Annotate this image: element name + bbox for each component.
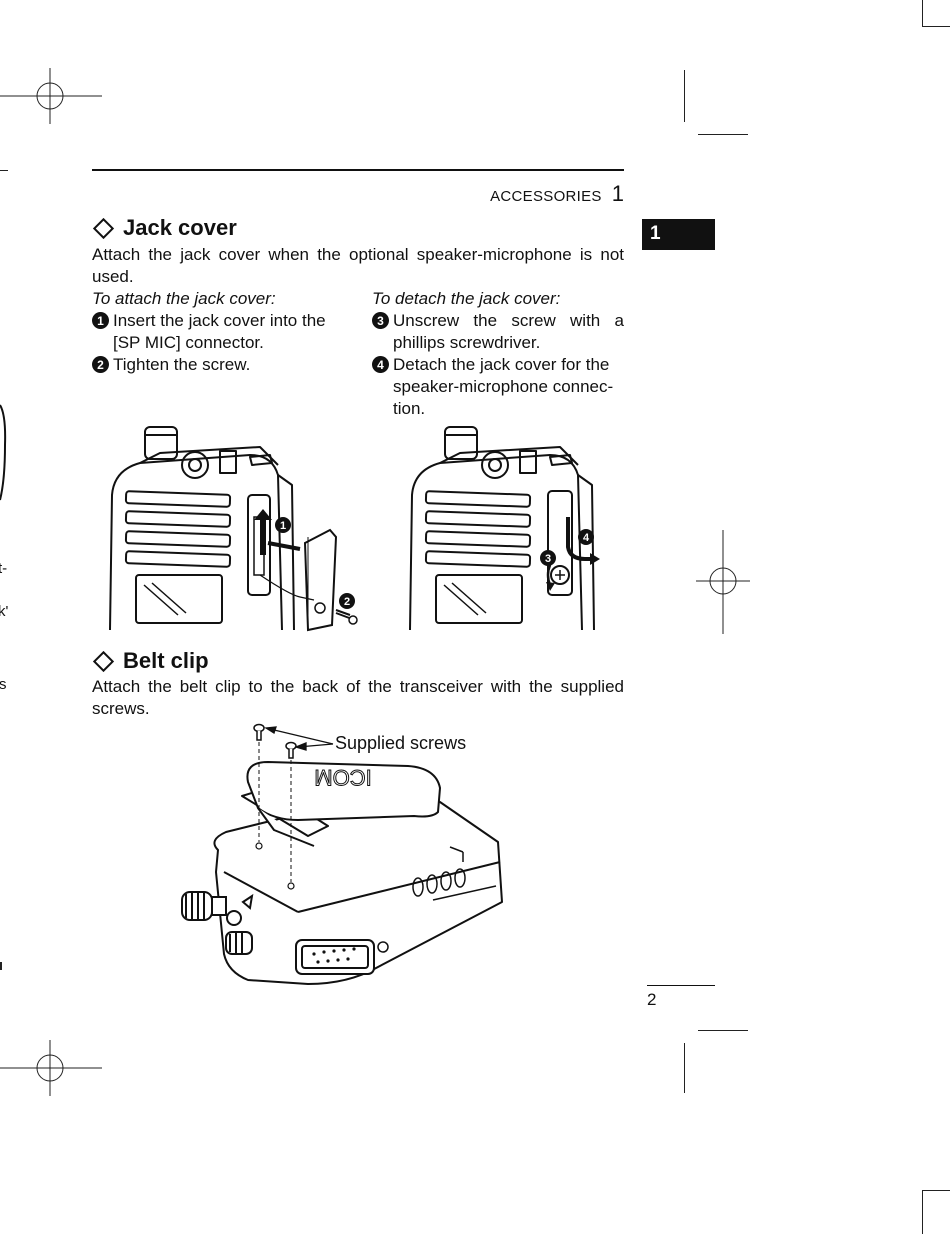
- registration-mark: [0, 1040, 102, 1096]
- step-text: Detach the jack cover for the speaker-mi…: [393, 355, 614, 418]
- step-badge: 1: [92, 312, 109, 329]
- edge-fragment-mark: [0, 962, 2, 970]
- step-badge: 3: [372, 312, 389, 329]
- page-number: 2: [647, 990, 657, 1009]
- registration-mark: [0, 68, 102, 124]
- detach-instructions: To detach the jack cover: 3 Unscrew the …: [372, 288, 624, 420]
- chapter-tab: 1: [642, 219, 715, 250]
- step-text: Tighten the screw.: [113, 355, 251, 374]
- section-number: 1: [611, 181, 624, 206]
- step-item: 4 Detach the jack cover for the speaker-…: [372, 354, 624, 420]
- step-text: Unscrew the screw with a phillips screwd…: [393, 311, 624, 352]
- attach-subheading: To attach the jack cover:: [92, 289, 276, 308]
- crop-mark: [698, 1030, 748, 1031]
- edge-fragment: t-: [0, 560, 8, 577]
- header-rule: [92, 169, 624, 171]
- section-label: ACCESSORIES: [490, 188, 602, 205]
- crop-mark: [684, 70, 685, 122]
- footer-rule: [647, 985, 715, 986]
- callout-2: 2: [344, 596, 350, 608]
- crop-mark: [922, 26, 950, 27]
- adjacent-page-fragment: [0, 404, 7, 501]
- belt-clip-illustration: ICOM: [181, 723, 503, 985]
- callout-3: 3: [545, 553, 551, 565]
- heading-text: Belt clip: [123, 648, 209, 673]
- heading-text: Jack cover: [123, 215, 237, 240]
- clip-logo: ICOM: [314, 765, 371, 790]
- crop-mark: [684, 1043, 685, 1093]
- crop-mark: [922, 0, 923, 26]
- running-header: ACCESSORIES 1: [490, 181, 624, 207]
- supplied-screws-callout: Supplied screws: [335, 733, 467, 753]
- crop-mark: [698, 134, 748, 135]
- crop-mark: [0, 170, 8, 171]
- belt-clip-intro: Attach the belt clip to the back of the …: [92, 677, 624, 718]
- step-item: 1 Insert the jack cover into the [SP MIC…: [92, 310, 344, 354]
- callout-4: 4: [583, 532, 590, 544]
- diamond-icon: [92, 650, 115, 672]
- step-text: Insert the jack cover into the [SP MIC] …: [113, 311, 326, 352]
- belt-clip-heading: Belt clip: [92, 648, 209, 674]
- jack-cover-heading: Jack cover: [92, 215, 237, 241]
- step-badge: 4: [372, 356, 389, 373]
- crop-mark: [922, 1190, 923, 1234]
- diamond-icon: [92, 217, 115, 239]
- detach-subheading: To detach the jack cover:: [372, 289, 561, 308]
- edge-fragment: s: [0, 676, 7, 693]
- detach-jack-cover-illustration: 4 3: [409, 426, 600, 631]
- step-item: 3 Unscrew the screw with a phillips scre…: [372, 310, 624, 354]
- step-item: 2 Tighten the screw.: [92, 354, 344, 376]
- callout-1: 1: [280, 520, 286, 532]
- attach-instructions: To attach the jack cover: 1 Insert the j…: [92, 288, 344, 376]
- registration-mark: [696, 530, 750, 634]
- jack-cover-intro: Attach the jack cover when the optional …: [92, 245, 624, 286]
- edge-fragment: k': [0, 603, 9, 620]
- step-badge: 2: [92, 356, 109, 373]
- attach-jack-cover-illustration: 1 2: [109, 426, 358, 632]
- crop-mark: [922, 1190, 950, 1191]
